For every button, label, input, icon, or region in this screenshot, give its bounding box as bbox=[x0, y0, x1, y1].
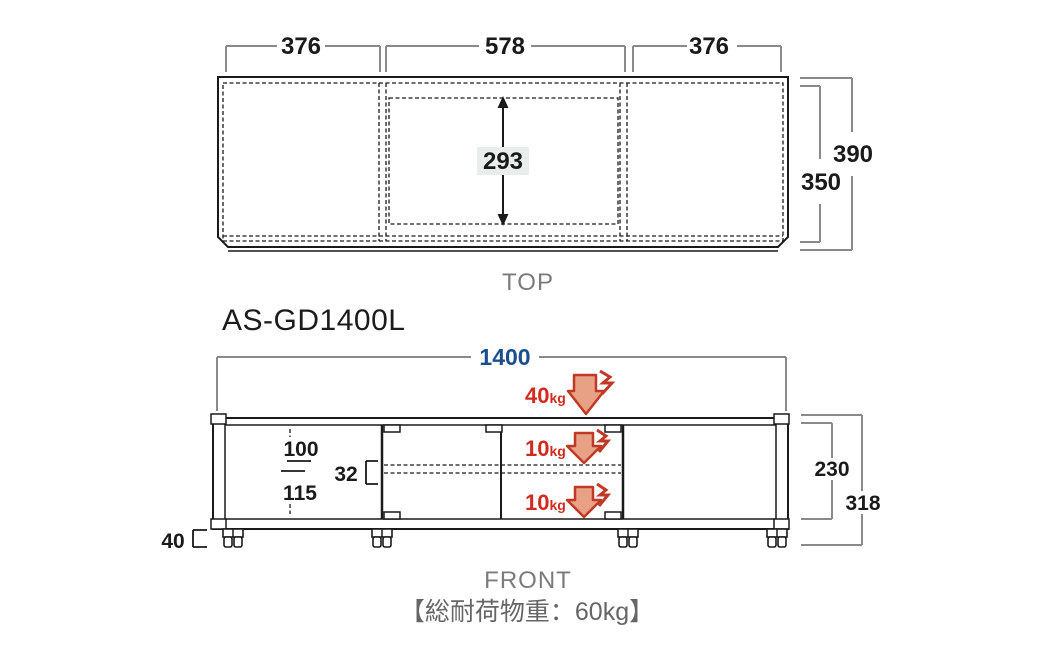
top-view-label: TOP bbox=[502, 269, 554, 296]
shelf-thickness-bracket bbox=[365, 460, 378, 485]
load-arrow-bolt-icon bbox=[595, 428, 612, 453]
caption-total-load: 【総耐荷物重：60kg】 bbox=[400, 598, 654, 626]
caster-icon bbox=[766, 528, 788, 548]
dim-total-width: 1400 bbox=[479, 344, 530, 370]
dim-depth-inner: 350 bbox=[801, 169, 841, 196]
dim-bracket-height-total bbox=[801, 414, 863, 546]
dim-break-marks bbox=[281, 460, 311, 472]
caster-icon bbox=[617, 528, 639, 548]
door-tab bbox=[604, 511, 622, 520]
front-view-drawing: 1400 100 115 32 40kg 10kg bbox=[161, 344, 881, 594]
side-cap-top-left bbox=[210, 413, 227, 425]
dim-caster-height: 40 bbox=[161, 530, 184, 553]
dim-height-body: 230 bbox=[814, 458, 849, 481]
side-cap-bottom-left bbox=[210, 518, 227, 530]
caster-icon bbox=[371, 528, 393, 548]
dim-width-center: 578 bbox=[485, 33, 525, 60]
door-tab bbox=[604, 424, 622, 433]
front-view-label: FRONT bbox=[484, 567, 572, 594]
dim-shelf-thickness: 32 bbox=[334, 463, 357, 486]
load-arrow-down-icon bbox=[566, 373, 606, 416]
top-view-drawing: 293 376 578 376 390 350 TOP bbox=[217, 33, 873, 296]
load-shelf-upper-label: 10kg bbox=[525, 436, 566, 461]
dim-shelf-top-offset: 100 bbox=[283, 438, 318, 461]
dim-bracket-width-center bbox=[385, 45, 626, 72]
front-view-side-panels bbox=[224, 418, 777, 529]
top-view-divider-left bbox=[378, 83, 387, 241]
caster-icon bbox=[222, 528, 244, 548]
door-tab bbox=[485, 424, 503, 433]
top-view-divider-right bbox=[619, 83, 628, 241]
dim-bracket-width-left bbox=[225, 45, 381, 72]
dim-opening-depth: 293 bbox=[483, 148, 523, 175]
dim-depth-total: 390 bbox=[833, 141, 873, 168]
shelf-dashed-lines bbox=[384, 464, 621, 474]
side-cap-top-right bbox=[773, 413, 790, 425]
side-cap-bottom-right bbox=[773, 518, 790, 530]
dim-shelf-bottom-offset: 115 bbox=[283, 482, 317, 505]
dim-width-left: 376 bbox=[281, 33, 321, 60]
caster-height-bracket bbox=[192, 529, 207, 548]
dim-bracket-depth-inner bbox=[800, 85, 821, 243]
dim-width-right: 376 bbox=[689, 33, 729, 60]
load-arrow-down-icon bbox=[565, 485, 603, 519]
load-shelf-lower-label: 10kg bbox=[525, 490, 566, 515]
load-top-label: 40kg bbox=[525, 383, 566, 408]
opening-depth-label-bg bbox=[477, 147, 529, 175]
load-arrow-down-icon bbox=[565, 431, 603, 465]
door-tab bbox=[383, 424, 401, 433]
dim-bracket-total-width bbox=[216, 356, 787, 411]
model-title: AS-GD1400L bbox=[222, 304, 405, 337]
top-view-inner-edge bbox=[222, 82, 784, 242]
dim-bracket-depth-total bbox=[800, 77, 853, 251]
load-arrow-bolt-icon bbox=[598, 369, 616, 396]
dim-bracket-width-right bbox=[632, 45, 782, 72]
load-arrow-bolt-icon bbox=[595, 482, 612, 507]
dim-bracket-height-body bbox=[801, 422, 833, 520]
door-tab bbox=[383, 511, 401, 520]
dim-height-total: 318 bbox=[845, 492, 880, 515]
